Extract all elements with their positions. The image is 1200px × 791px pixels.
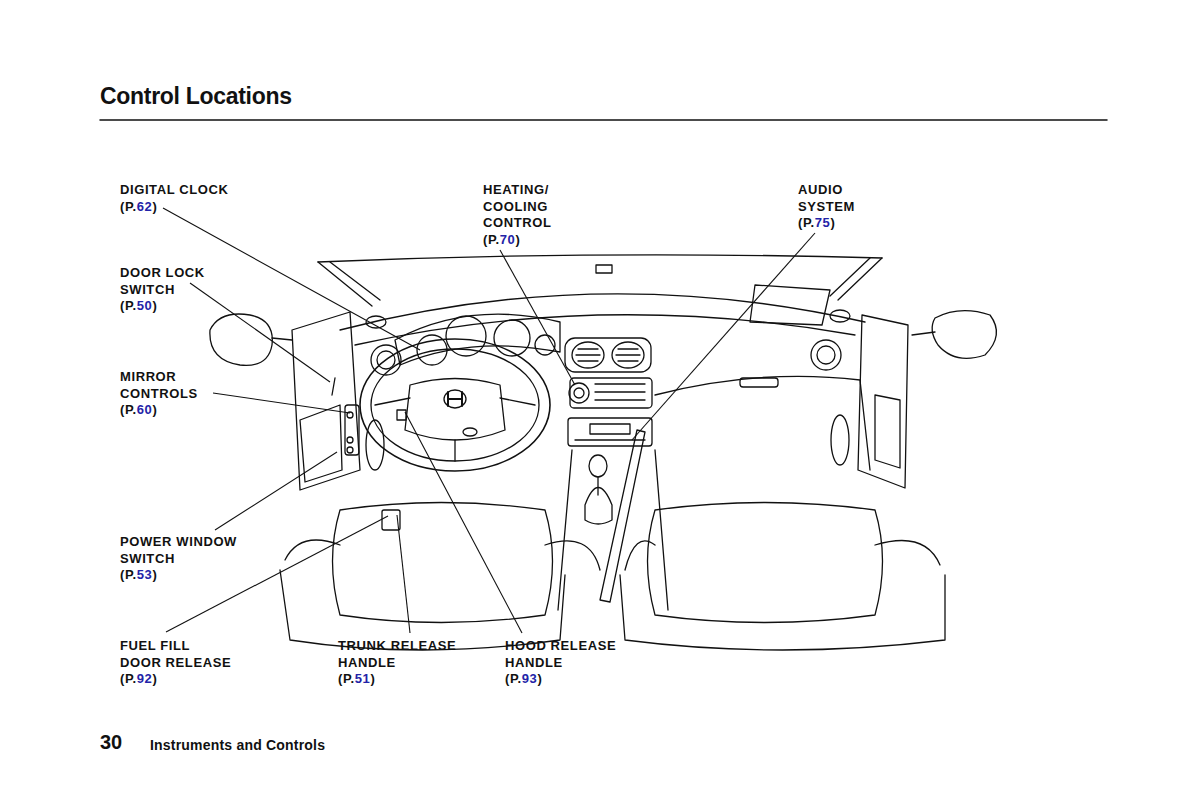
page-number: 30 — [100, 731, 122, 754]
parking-brake — [600, 430, 645, 602]
leader-lines — [163, 208, 815, 633]
roof-line — [318, 255, 882, 262]
page-ref: (P.75) — [798, 215, 835, 232]
callout-name: DIGITAL CLOCK — [120, 182, 228, 199]
right-pillar — [830, 258, 882, 300]
climate-panel — [570, 378, 652, 408]
section-name: Instruments and Controls — [150, 737, 325, 753]
driver-seat — [333, 503, 553, 623]
page-ref: (P.92) — [120, 671, 157, 688]
page-ref: (P.50) — [120, 298, 157, 315]
steering-wheel — [360, 339, 550, 471]
left-door — [292, 312, 360, 490]
glovebox-handle — [740, 378, 778, 387]
callout-name: POWER WINDOW SWITCH — [120, 534, 237, 567]
callout-name: HEATING/ COOLING CONTROL — [483, 182, 551, 232]
heading-rule — [100, 119, 1107, 121]
right-door — [858, 315, 908, 488]
wheel-hub — [405, 379, 505, 441]
speaker-lid — [750, 285, 830, 325]
right-mirror — [932, 311, 996, 359]
cluster-hood — [395, 314, 560, 365]
passenger-seat — [648, 503, 883, 623]
page-ref: (P.51) — [338, 671, 375, 688]
left-mirror — [210, 314, 272, 365]
callout-name: MIRROR CONTROLS — [120, 369, 198, 402]
page-ref: (P.60) — [120, 402, 157, 419]
page-title: Control Locations — [100, 83, 292, 110]
callout-name: FUEL FILL DOOR RELEASE — [120, 638, 231, 671]
callout-name: HOOD RELEASE HANDLE — [505, 638, 616, 671]
callout-name: TRUNK RELEASE HANDLE — [338, 638, 456, 671]
page-ref: (P.53) — [120, 567, 157, 584]
page-ref: (P.62) — [120, 199, 157, 216]
page-ref: (P.70) — [483, 232, 520, 249]
callout-name: DOOR LOCK SWITCH — [120, 265, 205, 298]
dash-lower — [655, 376, 870, 470]
center-vents — [565, 338, 651, 372]
page-ref: (P.93) — [505, 671, 542, 688]
mirror-mount — [596, 265, 612, 273]
callout-name: AUDIO SYSTEM — [798, 182, 855, 215]
